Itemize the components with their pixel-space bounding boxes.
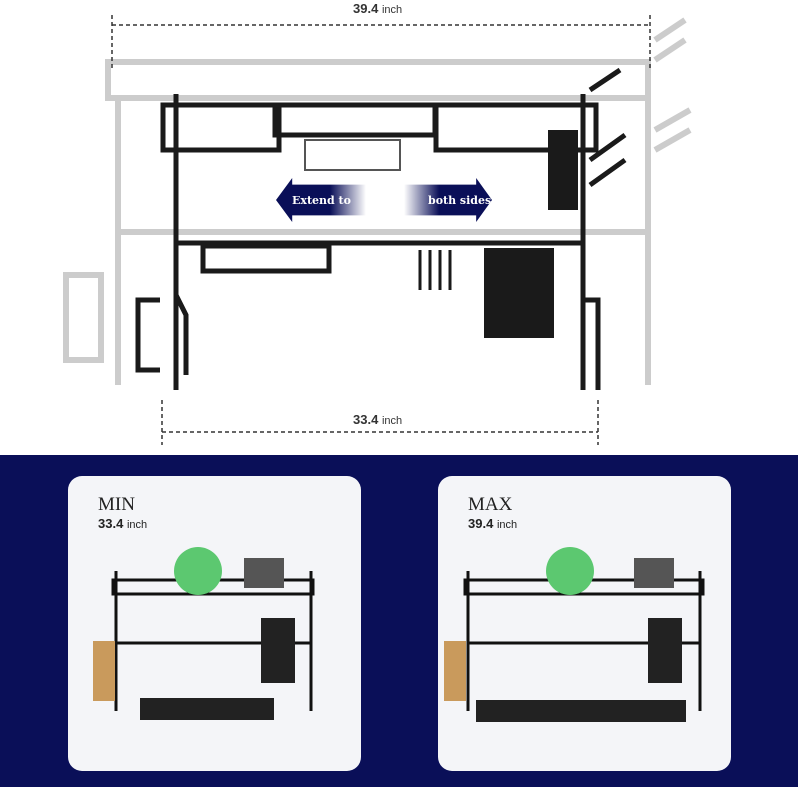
max-value-label: 39.4 inch	[468, 516, 517, 531]
max-value: 39.4	[468, 516, 494, 531]
min-card: MIN 33.4 inch	[68, 476, 361, 771]
extend-right-arrow: both sides	[404, 178, 492, 222]
min-title: MIN	[98, 494, 135, 515]
extend-right-text: both sides	[428, 193, 492, 207]
min-width-value: 33.4	[353, 412, 379, 427]
extend-left-text: Extend to	[292, 193, 351, 207]
rack-illustration: Kissuro	[63, 15, 692, 445]
product-hero: Kissuro 39.4 inch 33.4 inch Extend to bo…	[63, 1, 692, 445]
max-title: MAX	[468, 494, 513, 515]
max-card: MAX 39.4 inch	[438, 476, 731, 771]
max-width-unit: inch	[381, 4, 403, 16]
min-value-label: 33.4 inch	[98, 516, 147, 531]
min-width-unit: inch	[381, 415, 403, 427]
max-width-value: 39.4	[353, 1, 379, 16]
extend-left-arrow: Extend to	[276, 178, 366, 222]
min-width-label: 33.4 inch	[353, 412, 402, 427]
max-unit: inch	[496, 519, 518, 531]
max-width-label: 39.4 inch	[353, 1, 402, 16]
max-rack-image	[444, 547, 705, 722]
min-rack-image	[93, 547, 315, 720]
min-unit: inch	[126, 519, 148, 531]
svg-text:Kissuro: Kissuro	[514, 125, 540, 132]
min-value: 33.4	[98, 516, 124, 531]
